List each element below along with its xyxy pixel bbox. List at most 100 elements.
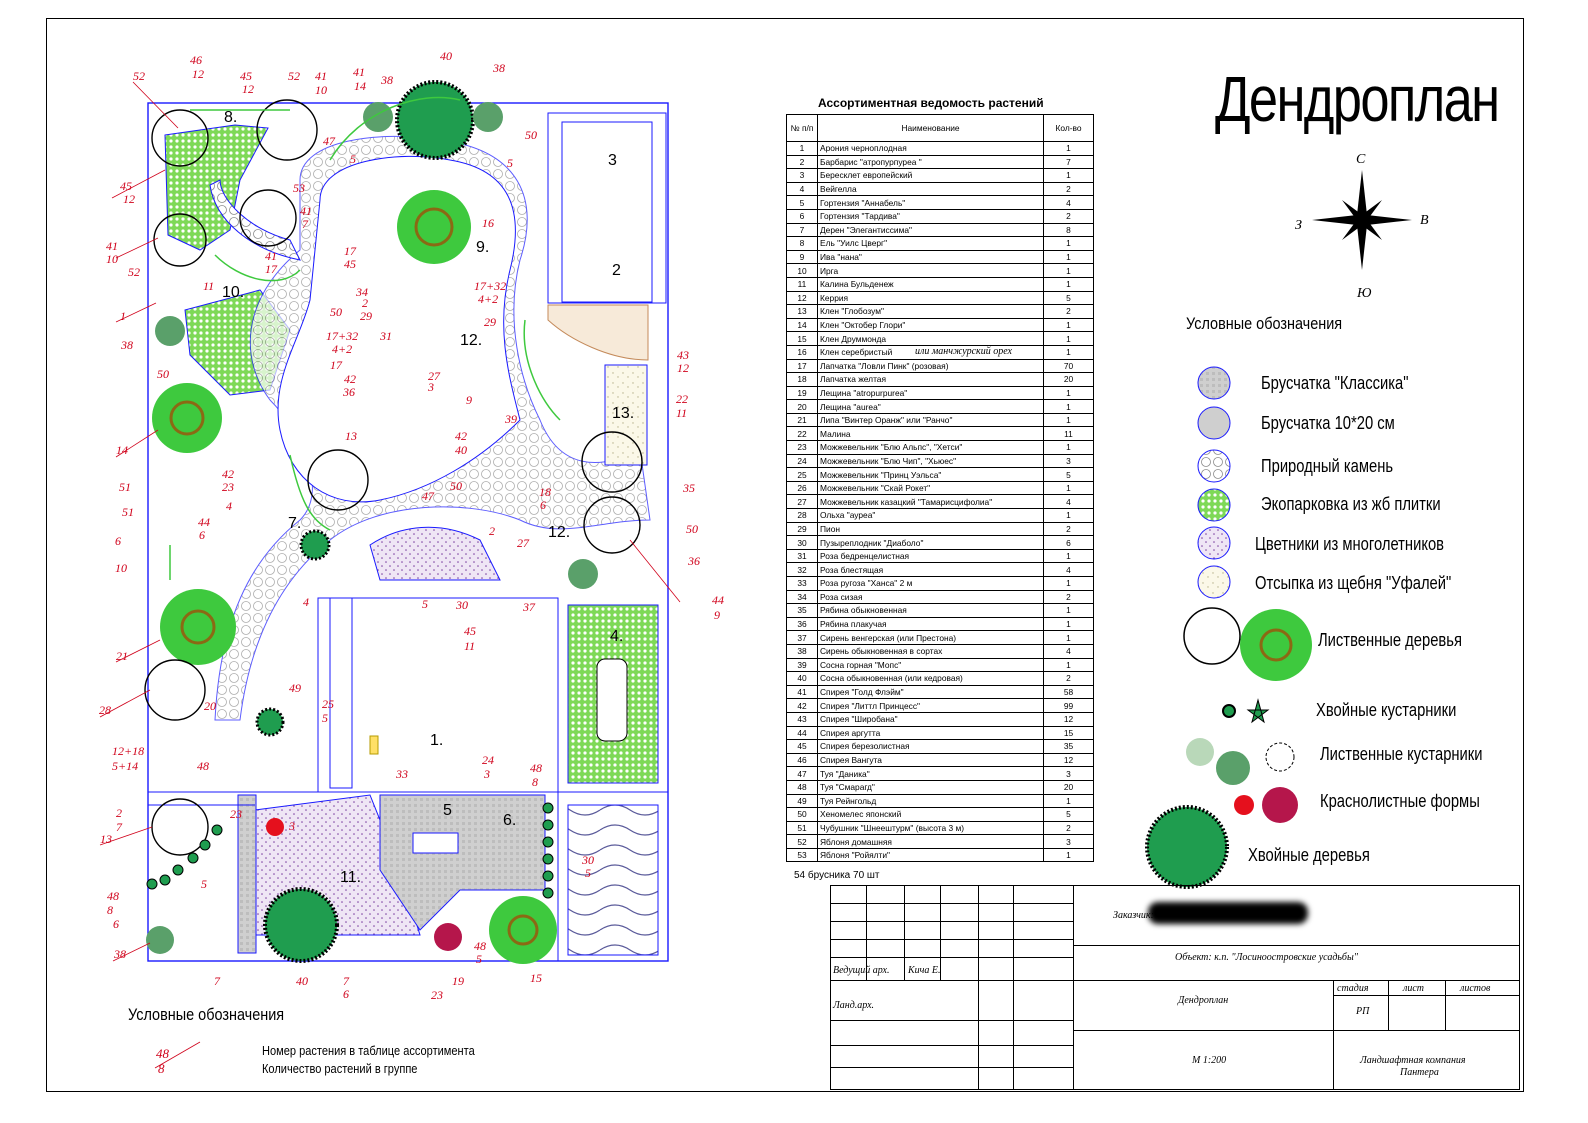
svg-text:5: 5 bbox=[322, 711, 328, 725]
svg-text:53: 53 bbox=[293, 181, 305, 195]
plant-quantity: 1 bbox=[1043, 480, 1094, 496]
svg-text:41: 41 bbox=[106, 239, 118, 253]
plant-name: Клен "Октобер Глори" bbox=[817, 317, 1044, 333]
plant-quantity: 1 bbox=[1043, 576, 1094, 591]
row-number: 21 bbox=[786, 412, 818, 428]
plant-name: Сосна обыкновенная (или кедровая) bbox=[817, 671, 1044, 686]
row-number: 1 bbox=[786, 141, 818, 156]
svg-text:8.: 8. bbox=[224, 109, 237, 126]
plant-quantity: 1 bbox=[1043, 385, 1094, 401]
svg-text:41: 41 bbox=[265, 249, 277, 263]
bottom-legend-line2: Количество растений в группе bbox=[262, 1061, 418, 1076]
plant-name: Клен "Глобозум" bbox=[817, 304, 1044, 319]
plant-quantity: 1 bbox=[1043, 276, 1094, 292]
svg-text:12+18: 12+18 bbox=[112, 744, 144, 758]
svg-text:14: 14 bbox=[354, 79, 366, 93]
row-number: 2 bbox=[786, 154, 818, 170]
row-number: 18 bbox=[786, 372, 818, 387]
svg-text:3: 3 bbox=[288, 819, 295, 833]
svg-text:11: 11 bbox=[464, 639, 475, 653]
plant-quantity: 2 bbox=[1043, 181, 1094, 197]
svg-text:33: 33 bbox=[395, 767, 408, 781]
svg-text:20: 20 bbox=[204, 699, 216, 713]
svg-text:28: 28 bbox=[99, 703, 111, 717]
plant-quantity: 20 bbox=[1043, 779, 1094, 795]
plant-name: Сирень венгерская (или Престона) bbox=[817, 630, 1044, 645]
row-number: 28 bbox=[786, 508, 818, 523]
plant-quantity: 1 bbox=[1043, 168, 1094, 183]
plant-quantity: 1 bbox=[1043, 630, 1094, 645]
svg-text:6: 6 bbox=[113, 917, 119, 931]
svg-text:23: 23 bbox=[222, 480, 234, 494]
plant-quantity: 4 bbox=[1043, 643, 1094, 659]
table-header-name: Наименование bbox=[817, 114, 1044, 142]
svg-text:47: 47 bbox=[323, 134, 336, 148]
svg-text:12: 12 bbox=[192, 67, 204, 81]
plant-quantity: 1 bbox=[1043, 793, 1094, 809]
svg-text:43: 43 bbox=[677, 348, 689, 362]
plant-name: Спирея "Голд Флэйм" bbox=[817, 684, 1044, 700]
svg-text:17+32: 17+32 bbox=[326, 329, 358, 343]
row-number: 53 bbox=[786, 847, 818, 863]
svg-text:4+2: 4+2 bbox=[332, 342, 352, 356]
svg-text:48: 48 bbox=[474, 939, 486, 953]
plant-quantity: 2 bbox=[1043, 521, 1094, 537]
plant-name: Спирея "Широбана" bbox=[817, 711, 1044, 727]
svg-text:31: 31 bbox=[379, 329, 392, 343]
svg-text:38: 38 bbox=[120, 338, 133, 352]
row-number: 20 bbox=[786, 399, 818, 414]
plant-quantity: 4 bbox=[1043, 195, 1094, 210]
row-number: 31 bbox=[786, 548, 818, 564]
svg-text:41: 41 bbox=[300, 204, 312, 218]
svg-text:42: 42 bbox=[344, 372, 356, 386]
svg-text:41: 41 bbox=[315, 69, 327, 83]
plant-name: Малина bbox=[817, 426, 1044, 442]
object-label: Объект: к.п. "Лосиноостровские усадьбы" bbox=[1175, 952, 1358, 963]
svg-text:17+32: 17+32 bbox=[474, 279, 506, 293]
svg-text:16: 16 bbox=[482, 216, 494, 230]
bottom-legend-title: Условные обозначения bbox=[128, 1005, 285, 1024]
plant-quantity: 2 bbox=[1043, 820, 1094, 836]
lead-architect-name: Кича Е. bbox=[908, 965, 941, 976]
svg-text:45: 45 bbox=[464, 624, 476, 638]
svg-text:47: 47 bbox=[422, 489, 435, 503]
plant-name: Рябина обыкновенная bbox=[817, 603, 1044, 618]
svg-text:24: 24 bbox=[482, 753, 494, 767]
plant-quantity: 1 bbox=[1043, 616, 1094, 632]
plant-quantity: 8 bbox=[1043, 222, 1094, 238]
row-number: 10 bbox=[786, 263, 818, 278]
svg-text:5: 5 bbox=[507, 156, 513, 170]
legend-title: Условные обозначения bbox=[1186, 314, 1343, 333]
land-architect-label: Ланд.арх. bbox=[833, 1000, 875, 1011]
plant-name: Липа "Винтер Оранж" или "Ранчо" bbox=[817, 412, 1044, 428]
plant-name: Спирея "Литтл Принцесс" bbox=[817, 698, 1044, 713]
svg-text:51: 51 bbox=[122, 505, 134, 519]
svg-text:18: 18 bbox=[539, 485, 551, 499]
compass-north: С bbox=[1356, 152, 1366, 167]
row-number: 45 bbox=[786, 739, 818, 754]
row-number: 8 bbox=[786, 236, 818, 251]
svg-text:36: 36 bbox=[687, 554, 700, 568]
svg-text:17: 17 bbox=[330, 358, 343, 372]
sheets-label: листов bbox=[1460, 983, 1491, 994]
svg-text:6: 6 bbox=[199, 528, 205, 542]
svg-text:38: 38 bbox=[113, 947, 126, 961]
plant-name: Клен Друммонда bbox=[817, 331, 1044, 346]
svg-text:52: 52 bbox=[288, 69, 300, 83]
